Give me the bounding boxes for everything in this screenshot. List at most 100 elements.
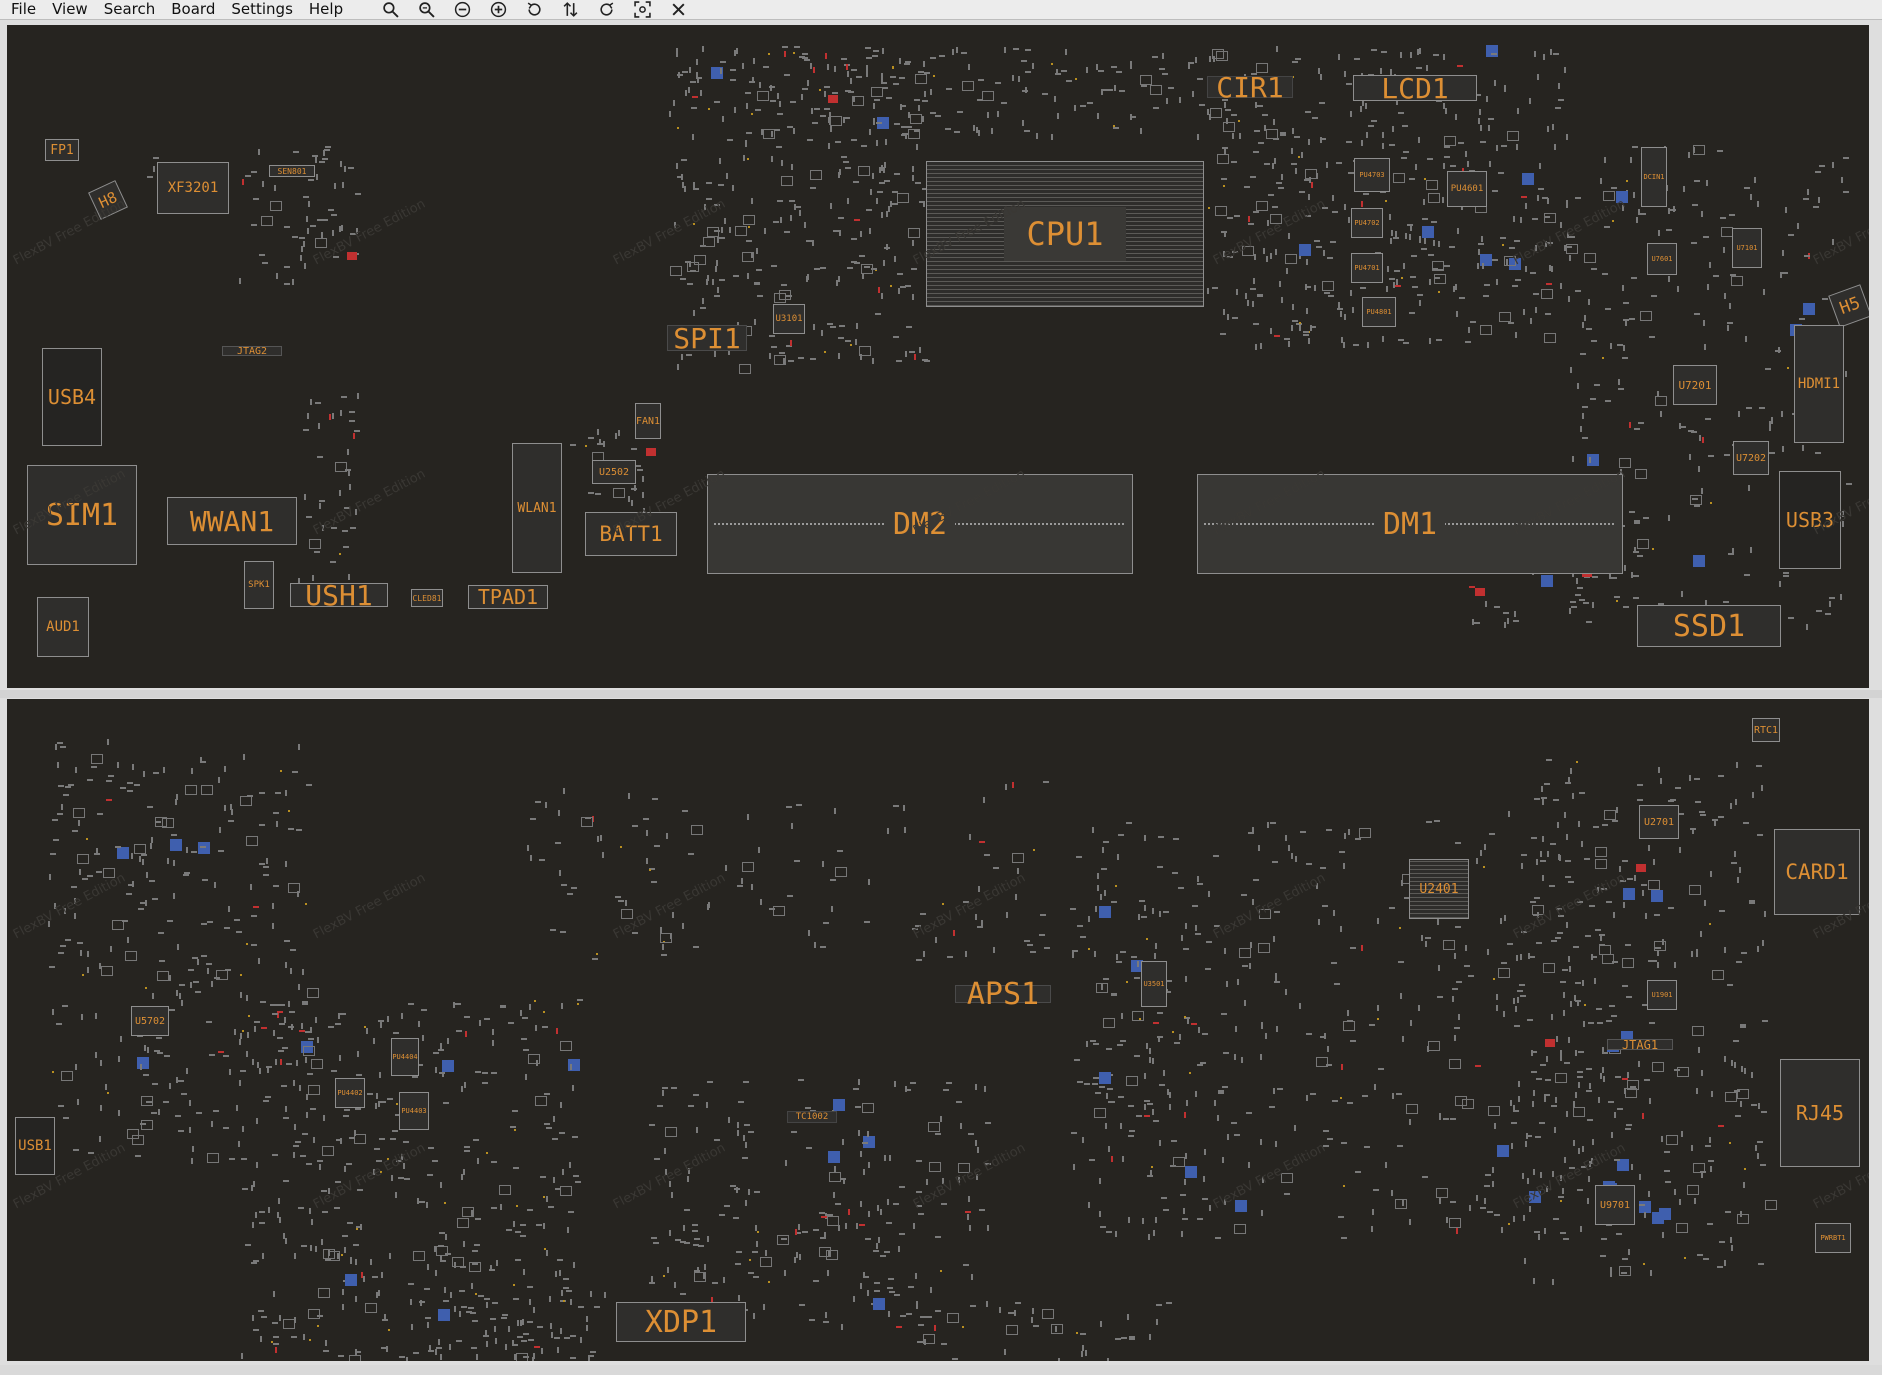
component-aps1[interactable]: APS1 — [955, 977, 1051, 1012]
component-hdmi1[interactable]: HDMI1 — [1794, 325, 1844, 443]
component-pu4402[interactable]: PU4402 — [335, 1078, 365, 1108]
component-usb4[interactable]: USB4 — [42, 348, 102, 446]
component-u7601[interactable]: U7601 — [1647, 243, 1677, 275]
flip-icon[interactable] — [552, 0, 588, 19]
component-pu4703[interactable]: PU4703 — [1354, 158, 1390, 192]
component-ssd1[interactable]: SSD1 — [1637, 605, 1781, 647]
component-cir1[interactable]: CIR1 — [1207, 71, 1293, 104]
smd-pad — [1306, 863, 1312, 865]
smd-pad — [585, 817, 591, 819]
smd-pad — [811, 108, 813, 114]
via-pad — [1541, 575, 1553, 587]
smd-pad — [322, 1146, 334, 1156]
component-u7202[interactable]: U7202 — [1733, 441, 1769, 475]
component-u7101[interactable]: U7101 — [1732, 228, 1762, 268]
component-rj45[interactable]: RJ45 — [1780, 1059, 1860, 1167]
component-wwan1[interactable]: WWAN1 — [167, 497, 297, 545]
smd-pad — [1318, 68, 1320, 74]
zoom-in-icon[interactable] — [480, 0, 516, 19]
component-aud1[interactable]: AUD1 — [37, 597, 89, 657]
component-u2401[interactable]: U2401 — [1409, 859, 1469, 919]
menu-view[interactable]: View — [52, 0, 88, 18]
smd-pad — [681, 159, 687, 161]
smd-pad — [1623, 319, 1629, 321]
component-u3101[interactable]: U3101 — [773, 304, 805, 334]
component-pu4601[interactable]: PU4601 — [1447, 171, 1487, 207]
smd-pad — [1332, 1100, 1338, 1102]
smd-pad — [1610, 1267, 1612, 1273]
rotate-right-icon[interactable] — [588, 0, 624, 19]
search-icon[interactable] — [372, 0, 408, 19]
component-u5702[interactable]: U5702 — [131, 1006, 169, 1036]
component-pwrbt1[interactable]: PWRBT1 — [1815, 1223, 1851, 1253]
component-card1[interactable]: CARD1 — [1774, 829, 1860, 915]
component-u2502[interactable]: U2502 — [592, 460, 636, 484]
smd-pad — [1316, 173, 1318, 179]
component-usb3[interactable]: USB3 — [1779, 471, 1841, 569]
smd-pad — [52, 1009, 54, 1015]
component-sen801[interactable]: SEN801 — [269, 165, 315, 177]
smd-pad — [134, 844, 146, 854]
board-view-bottom[interactable]: RTC1 CARD1 U2701 U2401 APS1 U5702 USB1 X… — [7, 699, 1869, 1361]
component-fan1[interactable]: FAN1 — [635, 403, 661, 439]
smd-pad — [866, 71, 868, 77]
smd-pad — [132, 1135, 144, 1145]
component-batt1[interactable]: BATT1 — [585, 512, 677, 556]
component-dm2[interactable]: DM2 — [707, 474, 1133, 574]
component-cpu1[interactable]: CPU1 — [926, 161, 1204, 307]
component-jtag2[interactable]: JTAG2 — [222, 346, 282, 357]
component-u9701[interactable]: U9701 — [1595, 1185, 1635, 1225]
component-dm1[interactable]: DM1 — [1197, 474, 1623, 574]
smd-pad — [315, 238, 327, 248]
component-pu4701[interactable]: PU4701 — [1351, 253, 1383, 283]
component-usb1[interactable]: USB1 — [15, 1117, 55, 1175]
zoom-out-icon[interactable] — [444, 0, 480, 19]
menu-settings[interactable]: Settings — [231, 0, 293, 18]
component-ush1[interactable]: USH1 — [290, 579, 388, 612]
close-icon[interactable] — [660, 0, 696, 19]
fit-screen-icon[interactable] — [624, 0, 660, 19]
smd-pad — [901, 134, 907, 136]
component-rtc1[interactable]: RTC1 — [1752, 718, 1780, 742]
component-u2701[interactable]: U2701 — [1639, 805, 1679, 839]
menu-search[interactable]: Search — [103, 0, 156, 18]
smd-pad — [702, 46, 704, 52]
smd-pad — [530, 818, 536, 820]
component-h5[interactable]: H5 — [1828, 284, 1869, 328]
component-xf3201[interactable]: XF3201 — [157, 162, 229, 214]
smd-pad — [693, 182, 695, 188]
component-pu4403[interactable]: PU4403 — [399, 1092, 429, 1130]
smd-pad — [1350, 947, 1356, 949]
smd-pad — [465, 1031, 467, 1037]
smd-pad — [195, 991, 201, 993]
component-lcd1[interactable]: LCD1 — [1353, 72, 1477, 105]
rotate-left-icon[interactable] — [516, 0, 552, 19]
component-pu4404[interactable]: PU4404 — [391, 1038, 419, 1076]
component-spk1[interactable]: SPK1 — [244, 561, 274, 609]
menu-help[interactable]: Help — [308, 0, 344, 18]
component-pu4801[interactable]: PU4801 — [1362, 297, 1396, 327]
component-fp1[interactable]: FP1 — [45, 139, 79, 161]
menu-file[interactable]: File — [11, 0, 37, 18]
component-dcin1[interactable]: DCIN1 — [1641, 147, 1667, 207]
component-u1901[interactable]: U1901 — [1647, 980, 1677, 1010]
component-jtag1[interactable]: JTAG1 — [1607, 1038, 1673, 1052]
smd-pad — [1362, 100, 1364, 106]
component-tc1002[interactable]: TC1002 — [787, 1111, 837, 1123]
component-sim1[interactable]: SIM1 — [27, 465, 137, 565]
menu-board[interactable]: Board — [171, 0, 216, 18]
component-wlan1[interactable]: WLAN1 — [512, 443, 562, 573]
component-cled81[interactable]: CLED81 — [411, 589, 443, 607]
component-pu4702[interactable]: PU4702 — [1351, 208, 1383, 238]
component-u7201[interactable]: U7201 — [1673, 365, 1717, 405]
zoom-fit-icon[interactable] — [408, 0, 444, 19]
component-tpad1[interactable]: TPAD1 — [468, 585, 548, 609]
component-xdp1[interactable]: XDP1 — [616, 1302, 746, 1342]
smd-pad — [331, 1070, 337, 1072]
component-u3501[interactable]: U3501 — [1141, 961, 1167, 1007]
board-view-top[interactable]: FP1 H8 XF3201 SEN801 JTAG2 USB4 SIM1 WWA… — [7, 25, 1869, 688]
panel-divider[interactable] — [0, 690, 1882, 698]
smd-pad — [1650, 1270, 1652, 1276]
component-spi1[interactable]: SPI1 — [667, 322, 747, 355]
smd-pad — [1744, 574, 1750, 576]
